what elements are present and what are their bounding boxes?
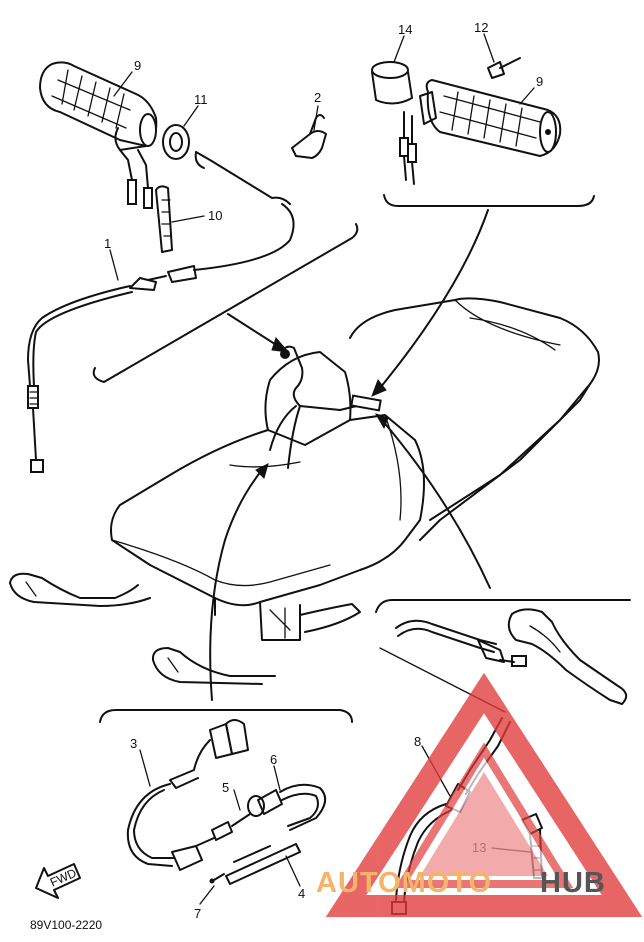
watermark-brand-part1: AUTOMOTO: [316, 867, 492, 899]
callout-9-right: 9: [536, 74, 543, 89]
callout-3: 3: [130, 736, 137, 751]
diagram-code: 89V100-2220: [30, 918, 102, 932]
group-brackets: [92, 194, 631, 723]
left-grip-assembly: [27, 61, 327, 473]
callout-labels: 9 11 2 10 1 14 12 9 3 5 6 4 7 8 13: [104, 20, 543, 921]
callout-1: 1: [104, 236, 111, 251]
callout-5: 5: [222, 780, 229, 795]
callout-12: 12: [474, 20, 488, 35]
callout-9-left: 9: [134, 58, 141, 73]
right-grip-assembly: [371, 57, 562, 185]
callout-2: 2: [314, 90, 321, 105]
callout-11: 11: [194, 92, 208, 107]
callout-7: 7: [194, 906, 201, 921]
callout-6: 6: [270, 752, 277, 767]
callout-8: 8: [414, 734, 421, 749]
snowmobile-illustration: [9, 297, 600, 685]
fwd-arrow-icon: FWD: [35, 863, 81, 899]
callout-14: 14: [398, 22, 412, 37]
watermark-logo: [325, 672, 643, 917]
callout-4: 4: [298, 886, 305, 901]
watermark-brand-text: AUTOMOTO HUB: [316, 867, 606, 899]
choke-cable-assembly: [126, 719, 327, 885]
watermark-brand-part2: HUB: [540, 867, 606, 899]
callout-10: 10: [208, 208, 222, 223]
